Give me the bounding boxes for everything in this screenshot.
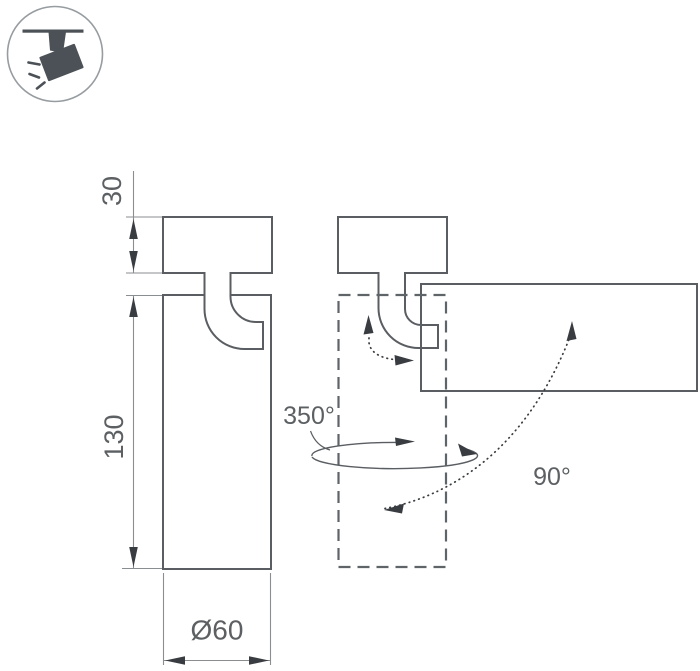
rotation-range-label: 350° — [283, 402, 335, 430]
rotation-leader-line — [309, 430, 331, 451]
dimension-diameter: Ø60 — [162, 573, 272, 665]
rotation-arc-top — [311, 441, 405, 457]
arrow-left-icon — [384, 503, 404, 514]
dimension-base-height: 30 — [97, 171, 162, 274]
ceiling-spotlight-icon — [6, 5, 104, 103]
light-ray-icon — [28, 72, 41, 79]
icon-spot-head — [39, 43, 84, 82]
tilt-indicator: 90° — [363, 315, 577, 514]
icon-light-rays — [27, 61, 46, 90]
light-ray-icon — [27, 61, 41, 66]
body-height-label: 130 — [99, 414, 129, 459]
arrow-up-icon — [363, 315, 374, 335]
base-height-label: 30 — [97, 176, 127, 206]
arrow-up-icon — [129, 297, 138, 317]
tilt-range-label: 90° — [533, 463, 571, 491]
arrow-down-icon — [129, 251, 138, 271]
arrow-down-right-icon — [458, 443, 477, 457]
right-view-elbow-arm — [377, 272, 422, 349]
arrow-left-icon — [165, 656, 185, 665]
arrow-right-icon — [394, 355, 414, 366]
right-view-ceiling-base — [337, 216, 448, 274]
rotation-arc-bottom — [311, 448, 479, 470]
right-view-arm-socket — [421, 324, 439, 349]
icon-ceiling-bar — [22, 29, 84, 33]
arrow-down-icon — [129, 547, 138, 567]
rotation-indicator: 350° — [283, 402, 479, 470]
right-view-body-tilted — [420, 283, 698, 392]
light-ray-icon — [35, 81, 46, 90]
left-view-ceiling-base — [162, 216, 273, 274]
diameter-label: Ø60 — [191, 615, 244, 646]
arrow-right-icon — [249, 656, 269, 665]
tilt-arc-small — [368, 337, 395, 361]
tilt-arc-large — [384, 332, 573, 510]
right-view — [337, 216, 698, 569]
arrow-right-icon — [395, 437, 415, 446]
arrow-up-icon — [566, 321, 577, 341]
dimension-body-height: 130 — [99, 294, 162, 570]
left-view — [162, 216, 273, 570]
left-view-elbow-arm — [203, 272, 264, 350]
arrow-up-icon — [129, 219, 138, 239]
icon-mount-stem — [48, 32, 66, 53]
